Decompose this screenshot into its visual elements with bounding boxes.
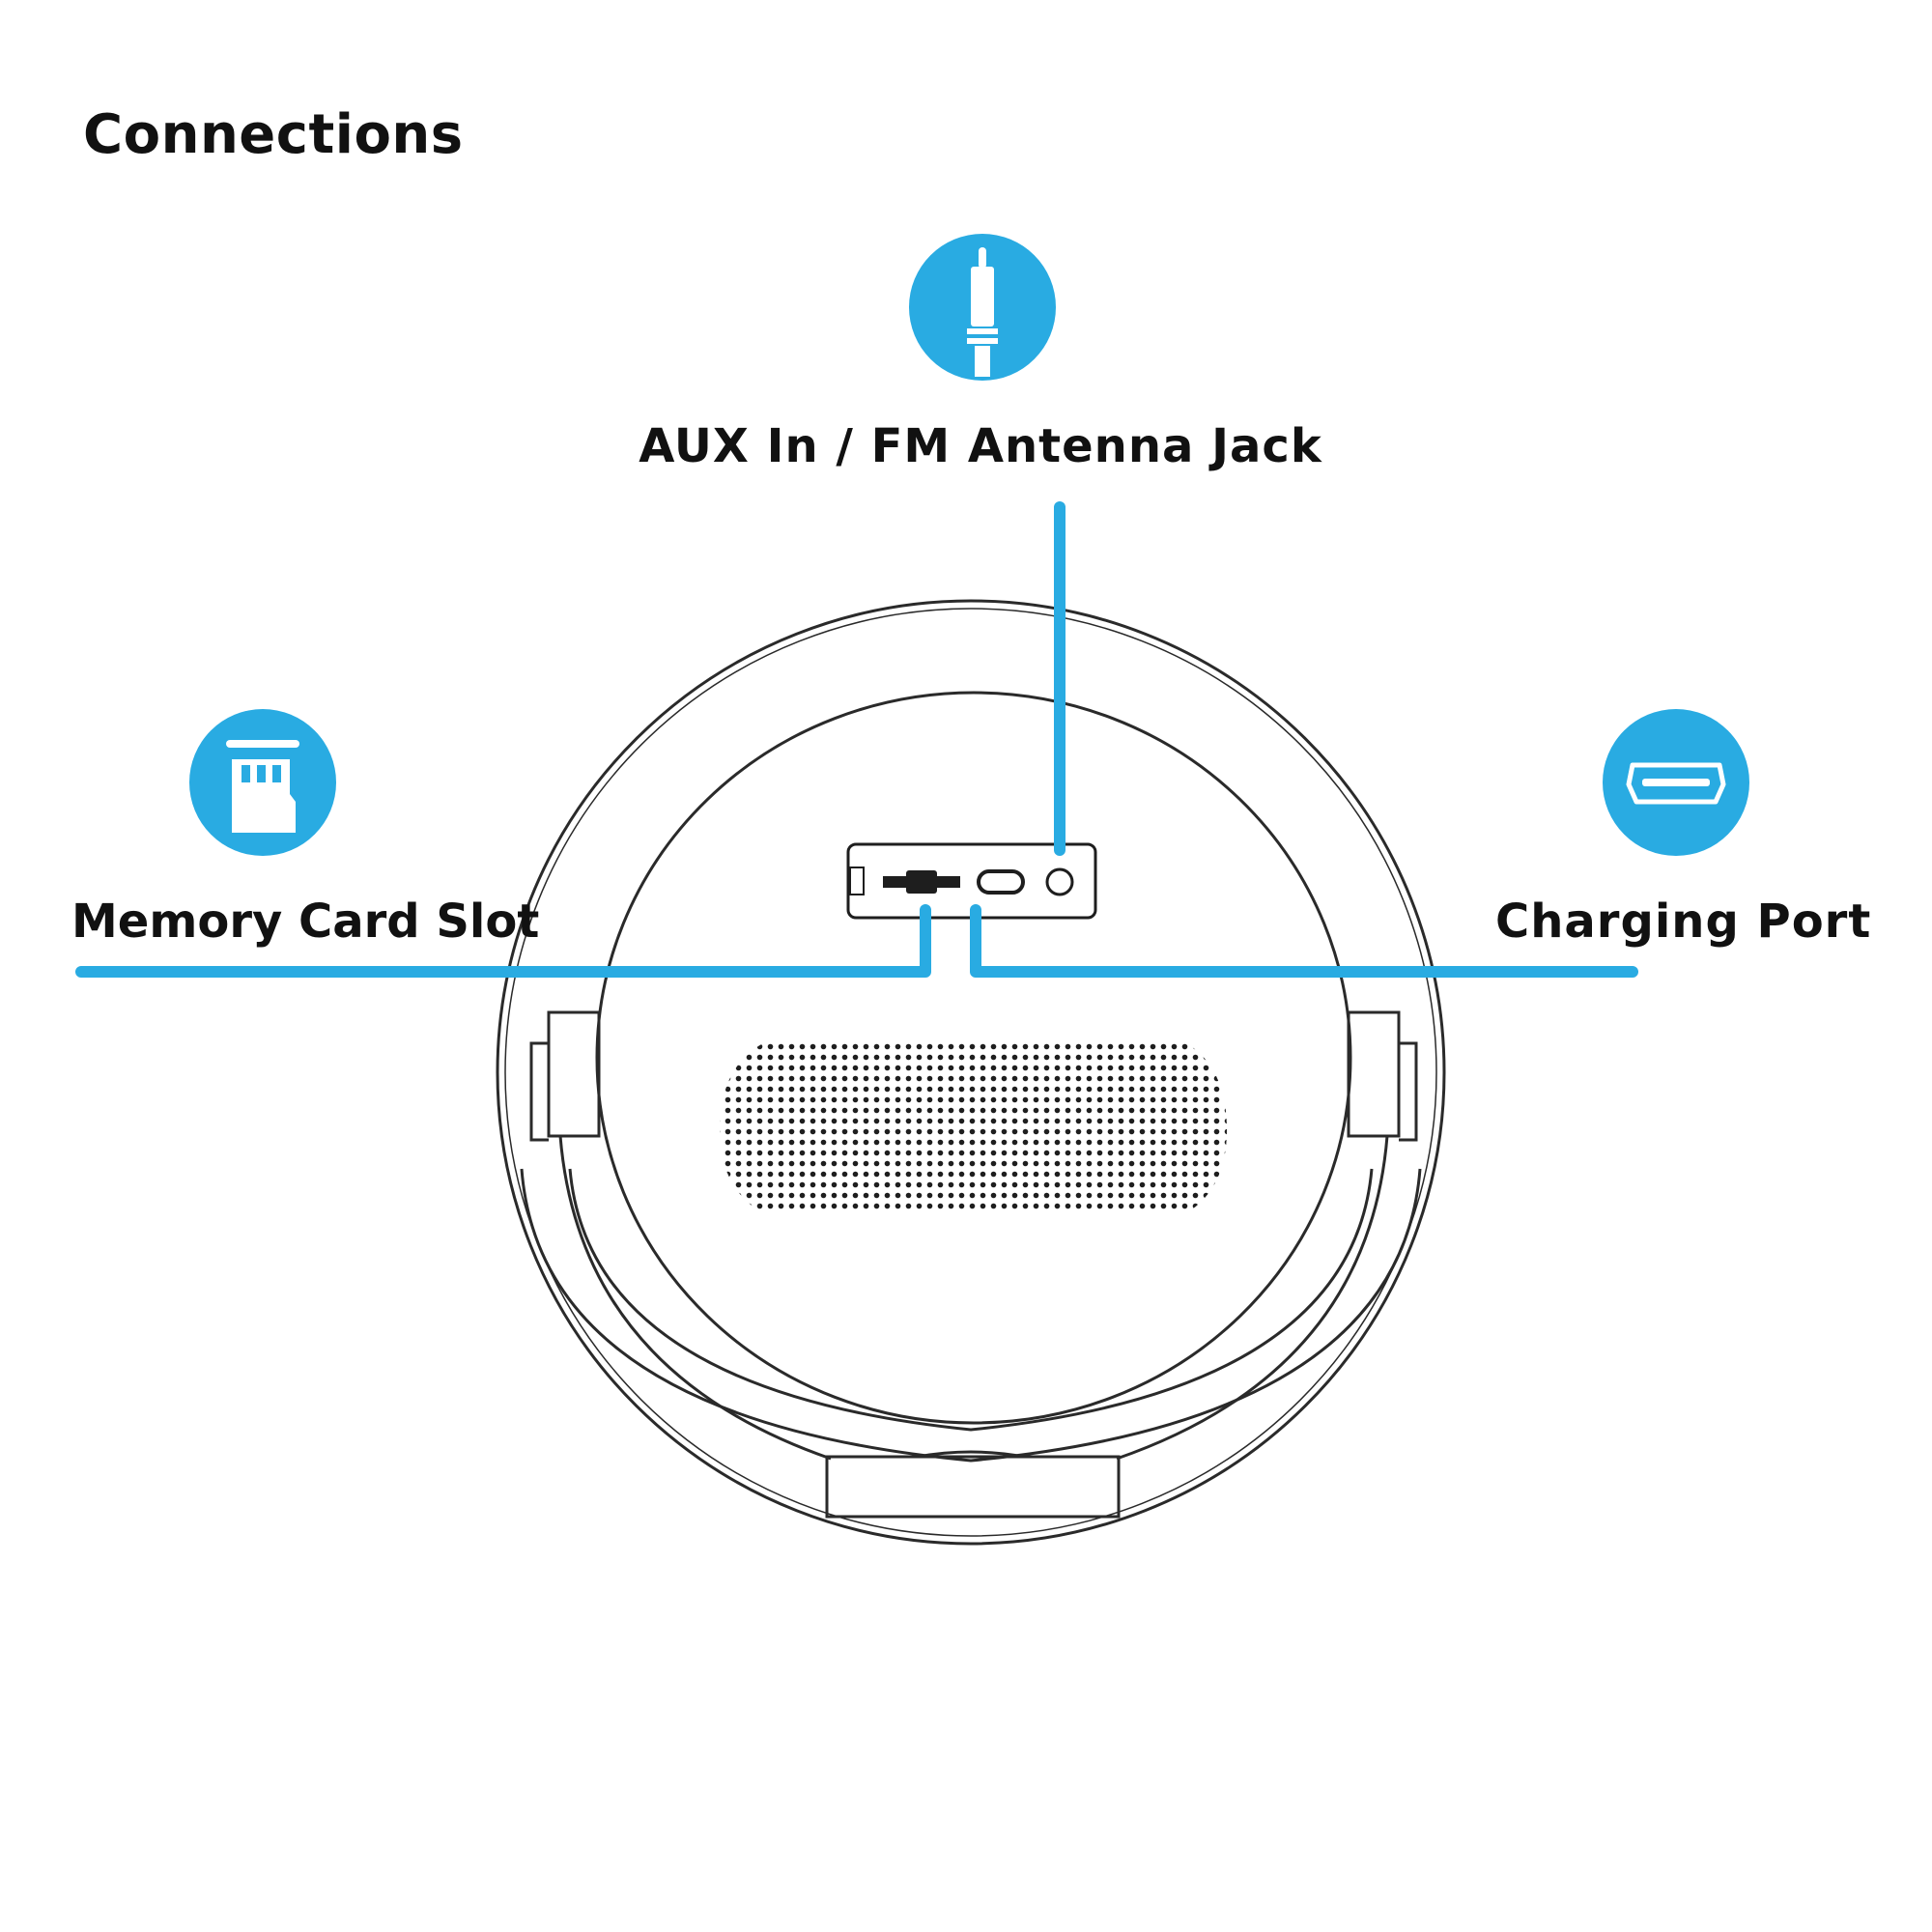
aux-callout-label: AUX In / FM Antenna Jack bbox=[639, 419, 1322, 473]
memory-card-icon bbox=[189, 709, 336, 856]
charging-port bbox=[977, 869, 1025, 895]
charging-callout-label: Charging Port bbox=[1495, 895, 1872, 949]
speaker-grille bbox=[720, 1043, 1227, 1213]
memory-card-slot bbox=[883, 870, 960, 894]
page-title: Connections bbox=[83, 103, 464, 166]
aux-cable-icon bbox=[909, 234, 1056, 381]
memory-callout-line bbox=[75, 904, 931, 978]
memory-callout-label: Memory Card Slot bbox=[71, 895, 540, 949]
callout-lines bbox=[75, 501, 1638, 978]
aux-jack bbox=[1045, 867, 1074, 896]
speaker-body bbox=[496, 599, 1446, 1546]
micro-usb-port-icon bbox=[1603, 709, 1749, 856]
charging-callout-line bbox=[970, 904, 1638, 978]
speaker-strap bbox=[529, 1010, 1418, 1519]
